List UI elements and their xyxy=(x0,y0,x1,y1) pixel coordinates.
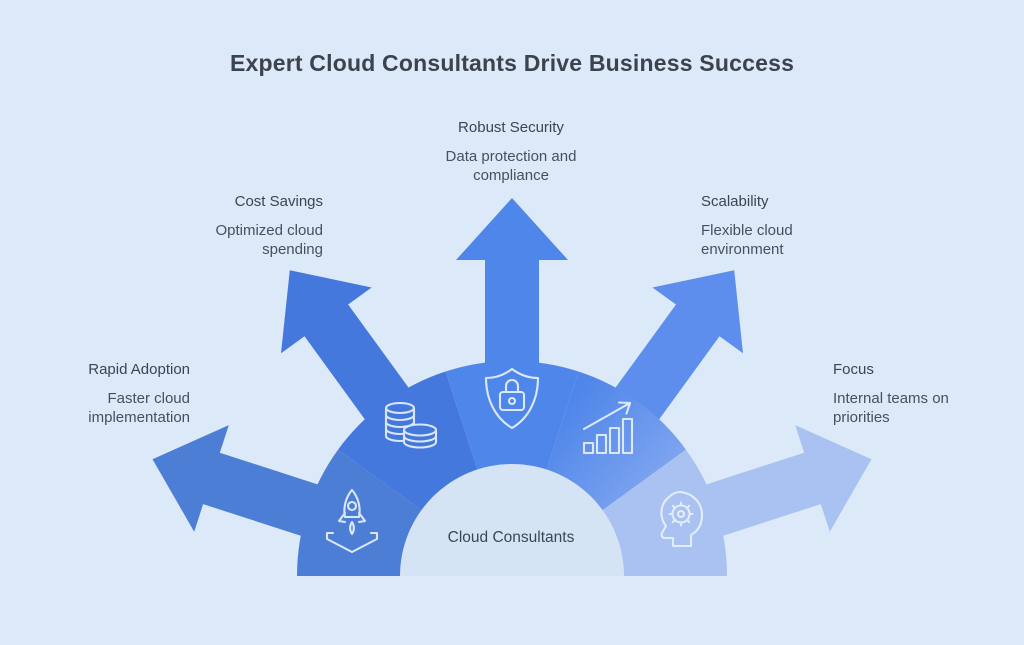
label-desc: Faster cloud implementation xyxy=(88,390,190,426)
label-title: Cost Savings xyxy=(234,193,323,210)
rocket-launch-icon xyxy=(325,488,379,554)
segment-robust-security xyxy=(445,360,579,472)
arrow-cost-savings xyxy=(281,270,420,435)
label-rapid-adoption: Rapid Adoption Faster cloud implementati… xyxy=(20,361,190,427)
arrow-rapid-adoption xyxy=(152,425,335,542)
segment-scalability xyxy=(546,371,686,512)
coins-stack-icon xyxy=(384,401,438,449)
label-desc: Data protection and compliance xyxy=(445,148,577,184)
label-desc: Flexible cloud environment xyxy=(701,222,793,258)
arrow-focus xyxy=(689,425,872,542)
segment-focus xyxy=(601,449,727,576)
label-title: Scalability xyxy=(701,193,769,210)
label-desc: Optimized cloud spending xyxy=(215,222,323,258)
page-title: Expert Cloud Consultants Drive Business … xyxy=(229,50,795,76)
label-scalability: Scalability Flexible cloud environment xyxy=(701,193,891,259)
label-cost-savings: Cost Savings Optimized cloud spending xyxy=(133,193,323,259)
label-robust-security: Robust Security Data protection and comp… xyxy=(361,119,661,185)
label-title: Focus xyxy=(833,361,874,378)
shield-lock-icon xyxy=(484,367,540,430)
label-title: Rapid Adoption xyxy=(88,361,190,378)
label-focus: Focus Internal teams on priorities xyxy=(833,361,1013,427)
label-desc: Internal teams on priorities xyxy=(833,390,949,426)
center-label: Cloud Consultants xyxy=(447,529,575,546)
label-title: Robust Security xyxy=(458,119,564,136)
arrow-robust-security xyxy=(456,198,568,381)
inner-half-disc xyxy=(400,464,624,576)
arrow-scalability xyxy=(604,270,743,435)
growth-chart-icon xyxy=(582,401,634,455)
head-gear-icon xyxy=(660,490,704,548)
